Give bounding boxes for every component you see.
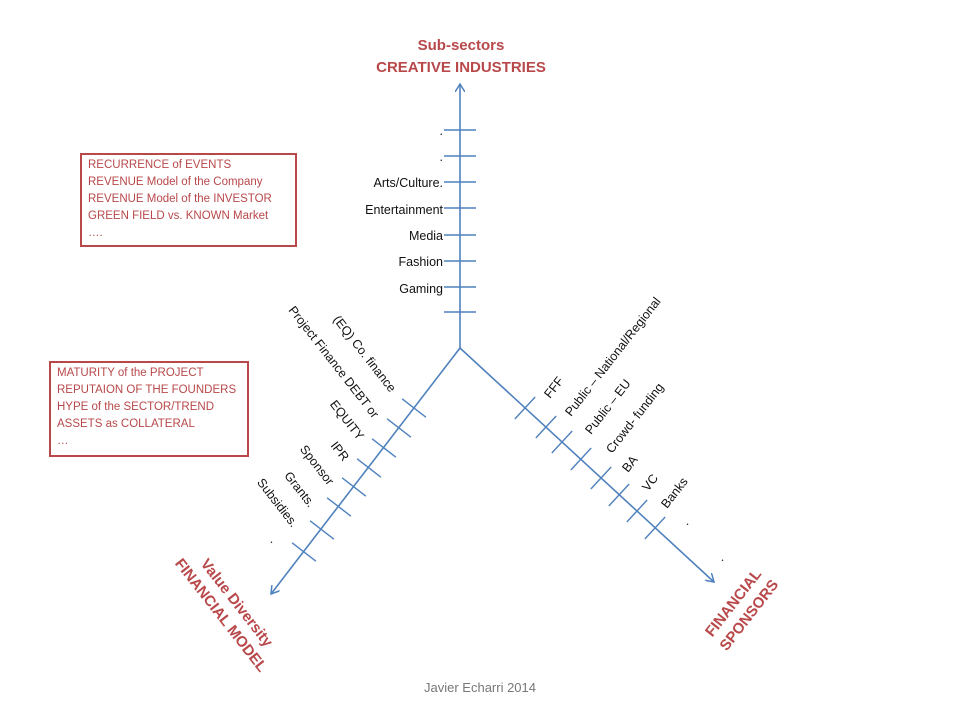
axis-tick — [291, 542, 317, 562]
box-line: ASSETS as COLLATERAL — [57, 418, 195, 430]
top-label: Media — [409, 229, 443, 243]
axis-tick — [514, 396, 536, 420]
factors-box-bottom: MATURITY of the PROJECT REPUTAION OF THE… — [49, 361, 249, 457]
left-label: (EQ) Co. finance — [330, 313, 398, 395]
axis-tick — [626, 499, 648, 523]
axis-tick — [608, 483, 630, 507]
right-axis-title: FINANCIAL SPONSORS — [702, 566, 782, 654]
left-label: IPR — [328, 439, 352, 464]
author-credit: Javier Echarri 2014 — [424, 680, 536, 695]
box-line: GREEN FIELD vs. KNOWN Market — [88, 210, 269, 222]
top-label: . — [440, 150, 443, 164]
axis-tick — [386, 418, 412, 438]
right-label: BA — [619, 453, 641, 475]
axis-tick — [371, 438, 397, 458]
axis-tick — [309, 520, 335, 540]
axis-tick — [570, 447, 592, 471]
top-axis-title-line2: CREATIVE INDUSTRIES — [376, 59, 546, 76]
axis-tick — [401, 398, 427, 418]
right-axis-labels: FFF Public – National/Regional Public – … — [541, 295, 726, 564]
box-line: MATURITY of the PROJECT — [57, 367, 204, 379]
top-axis-labels: . . Arts/Culture. Entertainment Media Fa… — [365, 124, 443, 296]
left-axis-labels: (EQ) Co. finance Project Finance DEBT or… — [254, 303, 399, 545]
right-label: . — [713, 552, 726, 563]
left-axis-ticks — [291, 398, 427, 562]
left-label: . — [267, 534, 280, 545]
top-axis-title-line1: Sub-sectors — [418, 37, 505, 54]
box-line: … — [57, 435, 69, 447]
top-label: Entertainment — [365, 203, 443, 217]
top-label: . — [440, 124, 443, 138]
top-label: Fashion — [399, 255, 444, 269]
axis-tick — [535, 415, 557, 439]
box-line: HYPE of the SECTOR/TREND — [57, 401, 214, 413]
box-line: REPUTAION OF THE FOUNDERS — [57, 384, 237, 396]
right-label: FFF — [541, 374, 566, 401]
factors-box-top: RECURRENCE of EVENTS REVENUE Model of th… — [80, 153, 297, 247]
right-axis-line — [459, 347, 714, 582]
axis-tick — [356, 458, 382, 478]
right-label: Banks — [658, 475, 690, 511]
left-axis-title: Value Diversity FINANCIAL MODEL — [171, 555, 276, 675]
axis-tick — [341, 477, 367, 497]
axis-tick — [551, 430, 573, 454]
box-line: …. — [88, 227, 103, 239]
box-line: REVENUE Model of the INVESTOR — [88, 193, 272, 205]
left-axis-line — [271, 347, 461, 594]
axis-tick — [326, 497, 352, 517]
axis-tick — [644, 516, 666, 540]
top-axis-ticks — [444, 129, 476, 313]
right-label: VC — [639, 472, 661, 494]
axis-tick — [590, 466, 612, 490]
box-line: REVENUE Model of the Company — [88, 176, 263, 188]
box-line: RECURRENCE of EVENTS — [88, 159, 232, 171]
top-label: Arts/Culture. — [374, 176, 443, 190]
right-axis-ticks — [514, 396, 666, 540]
top-label: Gaming — [399, 282, 443, 296]
right-label: . — [678, 516, 691, 527]
